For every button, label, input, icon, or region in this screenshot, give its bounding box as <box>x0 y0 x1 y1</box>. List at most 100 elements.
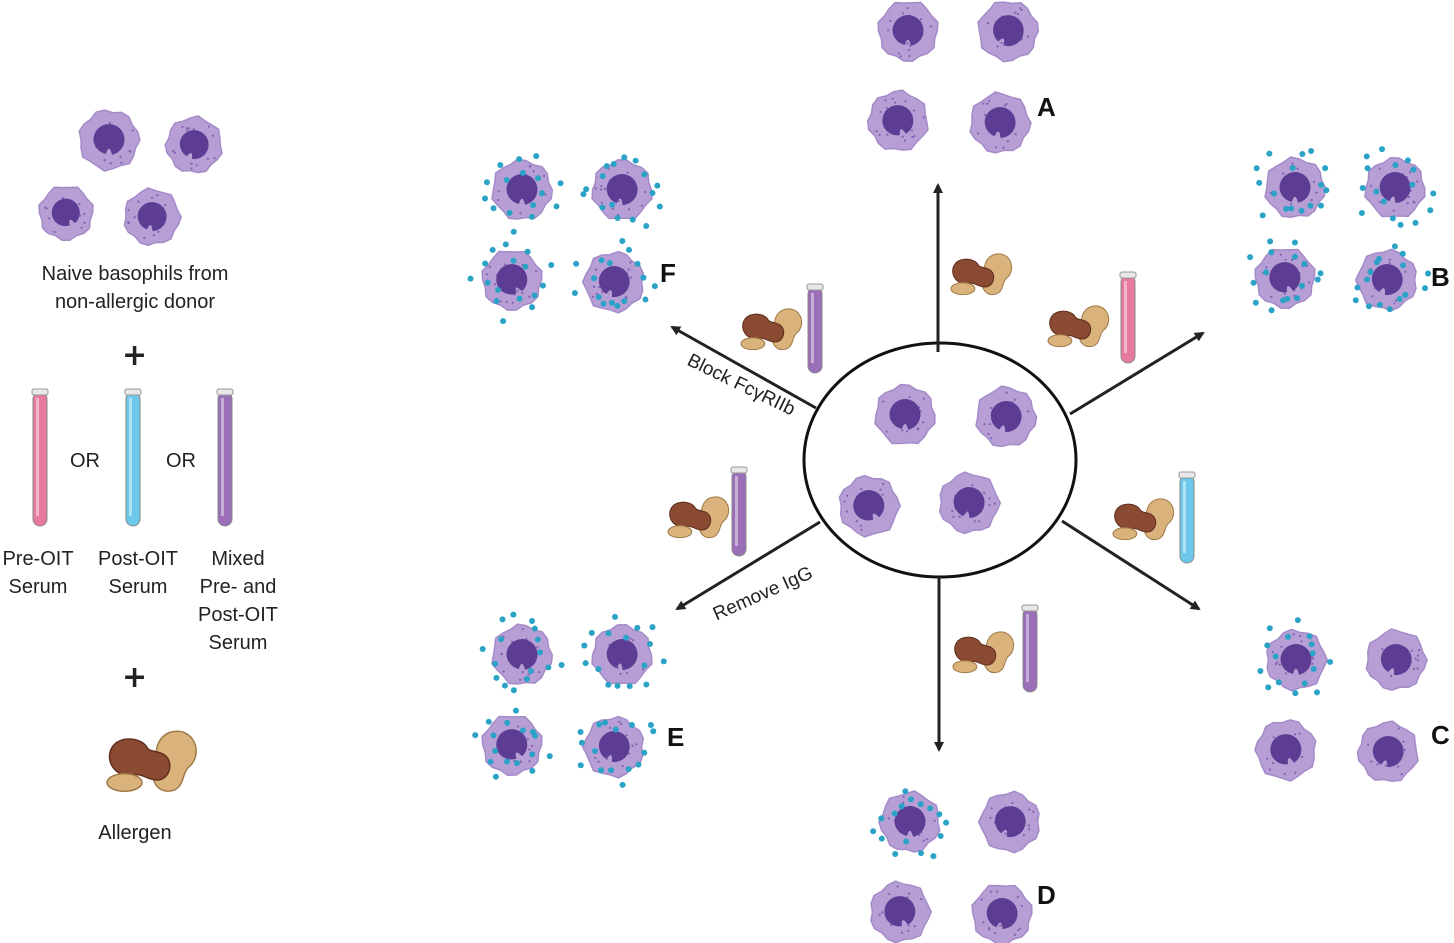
antibody-dot <box>590 275 597 282</box>
granule <box>82 212 86 216</box>
tube-b <box>1119 271 1137 364</box>
cell-nucleus <box>984 107 1016 139</box>
granule <box>521 627 524 631</box>
granule <box>131 129 134 132</box>
antibody-dot <box>1430 190 1437 197</box>
granule <box>527 673 530 676</box>
granule <box>1294 771 1297 774</box>
granule <box>889 19 892 23</box>
tube-e <box>730 466 748 557</box>
granule <box>918 833 921 837</box>
tube-highlight <box>129 398 132 516</box>
granule <box>1392 209 1395 212</box>
panel-letter-e: E <box>667 722 685 752</box>
tube-f <box>806 283 824 374</box>
antibody-dot <box>516 295 523 302</box>
granule <box>594 756 597 760</box>
cell-nucleus <box>606 639 638 671</box>
antibody-dot <box>1410 166 1417 173</box>
granule <box>922 421 925 424</box>
granule <box>1378 200 1381 204</box>
granule <box>843 500 846 503</box>
granule <box>505 300 508 303</box>
antibody-dot <box>512 707 519 714</box>
granule <box>1265 266 1268 269</box>
granule <box>103 159 106 162</box>
granule <box>988 504 991 507</box>
antibody-dot <box>1259 212 1266 219</box>
granule <box>1296 167 1299 170</box>
granule <box>905 430 909 433</box>
tube-post-oit <box>124 388 142 527</box>
granule <box>1384 764 1387 767</box>
antibody-dot <box>1425 270 1432 277</box>
antibody-dot <box>943 819 950 826</box>
antibody-dot <box>1404 157 1411 164</box>
antibody-dot <box>510 611 517 618</box>
granule <box>632 639 635 642</box>
peanut-icon-b <box>1047 305 1110 348</box>
basophil <box>977 1 1040 63</box>
antibody-dot <box>619 237 626 244</box>
granule <box>594 187 597 190</box>
granule <box>1005 102 1008 106</box>
antibody-dot <box>1412 219 1419 226</box>
antibody-dot <box>506 209 513 216</box>
granule <box>920 897 923 901</box>
tube-highlight <box>36 398 39 516</box>
granule <box>890 923 893 927</box>
tube-label-mixed-line3: Post-OIT <box>197 604 278 626</box>
antibody-dot <box>499 616 506 623</box>
antibody-dot <box>1396 296 1403 303</box>
activated-basophil <box>482 153 564 235</box>
granule <box>1413 201 1416 204</box>
antibody-dot <box>623 634 630 641</box>
peanut-icon-e <box>667 496 730 539</box>
tube-highlight <box>811 293 814 363</box>
granule <box>901 12 905 15</box>
granule <box>1016 895 1019 899</box>
granule <box>973 520 976 523</box>
granule <box>598 285 601 289</box>
granule <box>1404 270 1407 274</box>
basophil <box>38 186 94 242</box>
center-well <box>802 341 1078 579</box>
granule <box>526 738 529 741</box>
antibody-dot <box>643 681 650 688</box>
granule <box>1366 743 1370 746</box>
antibody-dot <box>519 727 526 734</box>
granule <box>913 925 916 928</box>
arrows-layer <box>670 183 1205 752</box>
cell-nucleus <box>882 105 914 136</box>
granule <box>887 817 890 820</box>
antibody-dot <box>1317 202 1324 209</box>
antibody-dot <box>903 838 910 845</box>
tube-rim <box>806 283 824 291</box>
granule <box>620 722 623 726</box>
granule <box>603 187 607 191</box>
cell-nucleus <box>1280 644 1312 675</box>
basophil <box>938 471 1002 535</box>
antibody-dot <box>1292 690 1299 697</box>
antibody-dot <box>621 298 628 305</box>
granule <box>488 265 491 268</box>
antibody-dot <box>1399 250 1406 257</box>
antibody-dot <box>1272 653 1279 660</box>
granule <box>881 493 884 496</box>
tube-label-post-oit: Post-OIT Serum <box>96 545 180 601</box>
granule <box>600 188 603 191</box>
antibody-dot <box>1265 684 1272 691</box>
granule <box>908 54 911 58</box>
antibody-dot <box>1317 270 1324 277</box>
granule <box>1028 828 1031 831</box>
granule <box>881 911 884 914</box>
granule <box>186 129 189 132</box>
antibody-dot <box>500 318 507 325</box>
antibody-dot <box>1263 269 1270 276</box>
cell-nucleus <box>496 264 528 295</box>
basophil <box>1254 719 1317 782</box>
granule <box>1266 757 1269 760</box>
antibody-dot <box>534 636 541 643</box>
granule <box>1376 763 1379 766</box>
granule <box>1403 748 1406 751</box>
